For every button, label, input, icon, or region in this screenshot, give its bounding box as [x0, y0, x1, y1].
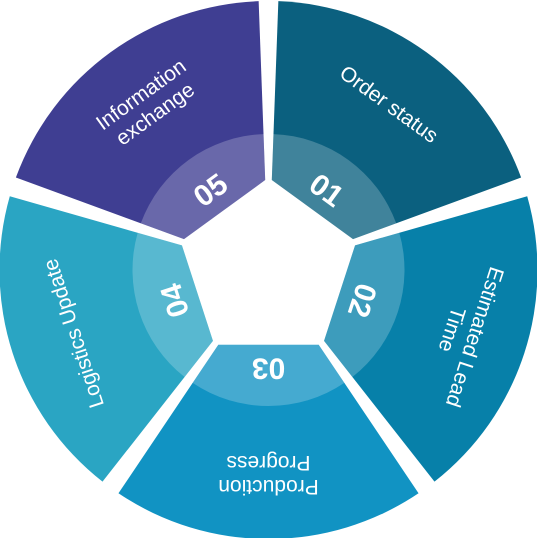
center-hole: [224, 226, 313, 314]
segment-title-line: Production: [218, 475, 318, 498]
segment-01: [271, 1, 522, 240]
segment-05: [15, 1, 266, 240]
inner-ring-02: [324, 232, 405, 378]
segment-number-03: 03: [252, 352, 285, 385]
segment-title-03: ProductionProgress: [218, 451, 318, 498]
inner-ring-03: [192, 344, 345, 406]
inner-ring-layer: [132, 134, 405, 406]
segment-04: [0, 196, 213, 482]
inner-ring-05: [140, 134, 266, 240]
inner-ring-01: [271, 134, 397, 240]
inner-ring-04: [132, 232, 213, 378]
segment-title-line: Progress: [226, 451, 310, 474]
segment-03: [118, 344, 419, 538]
segment-02: [324, 196, 537, 482]
